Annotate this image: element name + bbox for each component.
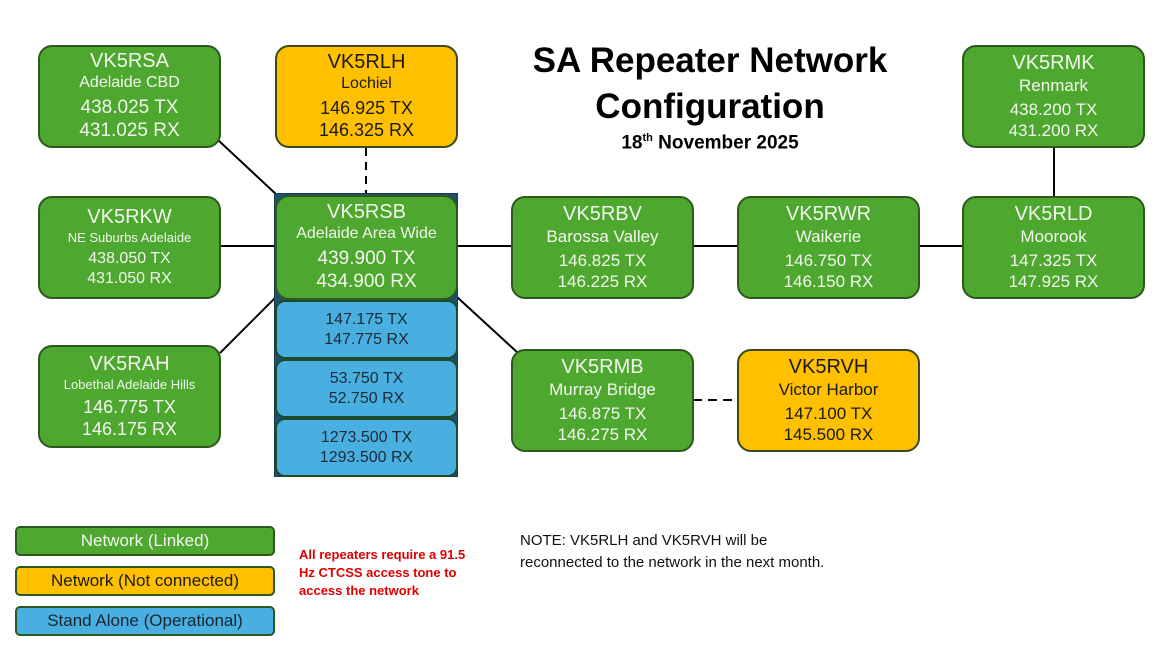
ctcss-note: All repeaters require a 91.5 Hz CTCSS ac… bbox=[299, 547, 466, 598]
node-rx: 431.200 RX bbox=[1008, 120, 1099, 140]
title-date: 18th November 2025 bbox=[621, 132, 799, 154]
node-location: Lobethal Adelaide Hills bbox=[63, 376, 196, 392]
title-line-1: SA Repeater Network bbox=[532, 41, 888, 80]
reconnection-note: NOTE: VK5RLH and VK5RVH will be reconnec… bbox=[520, 530, 920, 574]
node-vk5rah: VK5RAH Lobethal Adelaide Hills 146.775 T… bbox=[38, 345, 221, 448]
node-callsign: VK5RMK bbox=[1012, 51, 1095, 74]
node-location: Victor Harbor bbox=[778, 379, 879, 399]
node-tx: 146.775 TX bbox=[83, 396, 176, 417]
node-rx: 434.900 RX bbox=[316, 271, 417, 292]
legend-not-connected: Network (Not connected) bbox=[15, 566, 275, 596]
node-rx: 146.150 RX bbox=[783, 271, 874, 291]
link-rah-rsb bbox=[219, 296, 277, 354]
diagram-title: SA Repeater Network Configuration 18th N… bbox=[500, 38, 920, 154]
node-rx: 431.050 RX bbox=[87, 269, 172, 287]
node-vk5rwr: VK5RWR Waikerie 146.750 TX 146.150 RX bbox=[737, 196, 920, 299]
node-callsign: VK5RVH bbox=[788, 355, 869, 378]
node-tx: 146.825 TX bbox=[558, 250, 647, 270]
node-callsign: VK5RAH bbox=[89, 352, 170, 375]
rsb-standalone-2: 53.750 TX 52.750 RX bbox=[275, 359, 458, 418]
legend-stand-alone: Stand Alone (Operational) bbox=[15, 606, 275, 636]
node-vk5rld: VK5RLD Moorook 147.325 TX 147.925 RX bbox=[962, 196, 1145, 299]
node-vk5rvh: VK5RVH Victor Harbor 147.100 TX 145.500 … bbox=[737, 349, 920, 452]
node-vk5rsb: VK5RSB Adelaide Area Wide 439.900 TX 434… bbox=[275, 195, 458, 300]
node-vk5rmb: VK5RMB Murray Bridge 146.875 TX 146.275 … bbox=[511, 349, 694, 452]
node-rx: 146.275 RX bbox=[557, 424, 648, 444]
node-tx: 439.900 TX bbox=[317, 248, 416, 269]
node-tx: 438.050 TX bbox=[88, 249, 171, 267]
node-callsign: VK5RLH bbox=[327, 51, 406, 73]
note-line-1: NOTE: VK5RLH and VK5RVH will be bbox=[520, 532, 768, 549]
standalone-rx: 1293.500 RX bbox=[319, 448, 414, 466]
standalone-tx: 1273.500 TX bbox=[320, 428, 413, 446]
node-tx: 438.200 TX bbox=[1009, 99, 1098, 119]
legend-linked: Network (Linked) bbox=[15, 526, 275, 556]
node-location: Adelaide CBD bbox=[79, 74, 180, 91]
node-callsign: VK5RMB bbox=[561, 355, 644, 378]
standalone-tx: 53.750 TX bbox=[329, 369, 404, 387]
link-rsb-rmb bbox=[456, 296, 519, 354]
node-callsign: VK5RSA bbox=[90, 50, 169, 72]
node-vk5rkw: VK5RKW NE Suburbs Adelaide 438.050 TX 43… bbox=[38, 196, 221, 299]
node-callsign: VK5RSB bbox=[327, 201, 406, 223]
node-rx: 431.025 RX bbox=[79, 120, 180, 141]
node-location: Adelaide Area Wide bbox=[296, 225, 437, 242]
standalone-tx: 147.175 TX bbox=[325, 310, 408, 328]
title-line-2: Configuration bbox=[595, 87, 825, 126]
node-location: Barossa Valley bbox=[546, 226, 659, 246]
link-rsa-rsb bbox=[217, 139, 279, 197]
node-location: Waikerie bbox=[795, 226, 862, 246]
node-rx: 146.325 RX bbox=[318, 120, 415, 140]
node-tx: 146.750 TX bbox=[784, 250, 873, 270]
node-tx: 147.325 TX bbox=[1009, 250, 1098, 270]
node-vk5rbv: VK5RBV Barossa Valley 146.825 TX 146.225… bbox=[511, 196, 694, 299]
node-location: Renmark bbox=[1019, 75, 1088, 95]
node-location: NE Suburbs Adelaide bbox=[67, 229, 192, 245]
node-callsign: VK5RBV bbox=[563, 202, 642, 225]
node-rx: 146.175 RX bbox=[81, 418, 178, 439]
node-callsign: VK5RWR bbox=[785, 202, 872, 225]
node-callsign: VK5RKW bbox=[87, 205, 172, 228]
node-rx: 145.500 RX bbox=[783, 424, 874, 444]
node-tx: 147.100 TX bbox=[784, 403, 873, 423]
node-vk5rlh: VK5RLH Lochiel 146.925 TX 146.325 RX bbox=[275, 45, 458, 148]
note-line-2: reconnected to the network in the next m… bbox=[520, 554, 825, 571]
node-callsign: VK5RLD bbox=[1014, 202, 1093, 225]
node-tx: 438.025 TX bbox=[80, 97, 179, 118]
node-location: Lochiel bbox=[341, 75, 392, 92]
node-rx: 146.225 RX bbox=[557, 271, 648, 291]
rsb-standalone-1: 147.175 TX 147.775 RX bbox=[275, 300, 458, 359]
node-vk5rmk: VK5RMK Renmark 438.200 TX 431.200 RX bbox=[962, 45, 1145, 148]
node-location: Murray Bridge bbox=[549, 379, 656, 399]
standalone-rx: 52.750 RX bbox=[328, 389, 405, 407]
node-tx: 146.925 TX bbox=[320, 98, 413, 118]
node-rx: 147.925 RX bbox=[1008, 271, 1099, 291]
node-vk5rsa: VK5RSA Adelaide CBD 438.025 TX 431.025 R… bbox=[38, 45, 221, 148]
standalone-rx: 147.775 RX bbox=[324, 330, 409, 348]
rsb-standalone-3: 1273.500 TX 1293.500 RX bbox=[275, 418, 458, 477]
node-tx: 146.875 TX bbox=[558, 403, 647, 423]
node-location: Moorook bbox=[1020, 226, 1087, 246]
